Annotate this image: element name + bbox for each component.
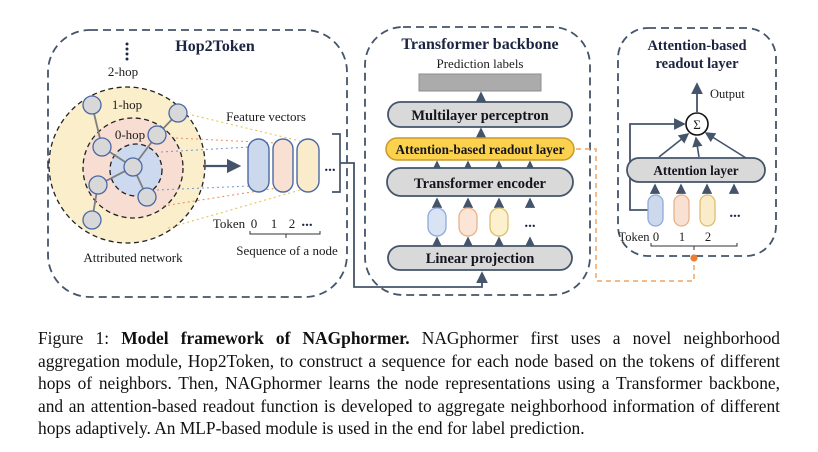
label-2hop: 2-hop	[108, 64, 138, 79]
readout-label: Attention-based readout layer	[396, 142, 565, 157]
transformer-backbone-panel: Transformer backbone Prediction labels M…	[364, 26, 591, 296]
token-ellipsis: ...	[301, 214, 313, 230]
sum-node	[685, 112, 709, 136]
sum-symbol: Σ	[693, 117, 701, 132]
hop2token-panel: Hop2Token 2-hop 1-hop 0-hop	[47, 29, 348, 298]
backbone-token-ellipsis: ...	[524, 215, 536, 231]
figure-caption: Figure 1: Model framework of NAGphormer.…	[38, 327, 780, 440]
readout-token-1-label: 1	[679, 230, 685, 244]
backbone-title: Transformer backbone	[401, 36, 558, 53]
backbone-panel-border	[364, 26, 591, 296]
sequence-underbrace	[249, 231, 321, 238]
readout-panel-title-line2: readout layer	[655, 56, 739, 72]
prediction-labels-text: Prediction labels	[436, 56, 523, 71]
sequence-of-a-node-label: Sequence of a node	[236, 243, 338, 258]
figure-caption-body: NAGphormer first uses a novel neighborho…	[38, 328, 781, 439]
vertical-ellipsis-dots	[125, 42, 129, 61]
prediction-labels-bar	[418, 73, 542, 92]
readout-panel-border	[617, 27, 777, 257]
linear-projection-label: Linear projection	[426, 251, 535, 267]
token-0: 0	[251, 216, 258, 231]
mlp-block	[387, 101, 573, 128]
backbone-token-1	[458, 207, 478, 237]
backbone-token-2	[489, 207, 509, 237]
token-to-attention-arrows	[649, 183, 740, 194]
linear-to-token-arrows	[431, 236, 536, 247]
token-to-encoder-arrows	[431, 197, 536, 208]
token-2: 2	[289, 216, 296, 231]
sequence-to-backbone-connector	[340, 162, 488, 288]
readout-underbrace	[650, 243, 738, 250]
hop2token-panel-border	[47, 29, 348, 298]
token-1: 1	[271, 216, 278, 231]
token-label: Token	[213, 216, 246, 231]
model-framework-diagram: Hop2Token 2-hop 1-hop 0-hop	[47, 26, 777, 298]
attributed-network-label: Attributed network	[83, 250, 183, 265]
feature-vector-0	[247, 138, 270, 193]
readout-token-0-label: 0	[653, 230, 659, 244]
attention-layer-label: Attention layer	[653, 163, 738, 178]
readout-panel-title-line1: Attention-based	[647, 38, 746, 54]
feature-vectors-label: Feature vectors	[226, 109, 306, 124]
feature-vector-2	[296, 138, 320, 193]
label-0hop: 0-hop	[115, 127, 145, 142]
label-1hop: 1-hop	[112, 97, 142, 112]
figure-caption-label: Figure 1:	[38, 328, 110, 348]
graph-nodes	[82, 95, 188, 230]
linear-projection-block	[387, 245, 573, 271]
readout-token-ellipsis: ...	[729, 205, 741, 221]
feature-vectors-ellipsis: ...	[324, 159, 336, 175]
readout-token-1	[673, 194, 690, 227]
encoder-to-readout-arrows	[431, 160, 536, 171]
feature-vector-1	[272, 138, 294, 193]
figure-caption-bold: Model framework of NAGphormer.	[121, 328, 410, 348]
readout-token-label: Token	[618, 230, 650, 244]
attention-layer-block	[626, 157, 766, 183]
readout-detail-panel: Attention-based readout layer Output Σ A…	[617, 27, 777, 262]
readout-zoom-connector	[576, 148, 695, 282]
readout-token-0	[647, 194, 664, 227]
zoom-anchor-dot	[690, 254, 698, 262]
hop2token-title: Hop2Token	[175, 38, 255, 55]
readout-token-2	[699, 194, 716, 227]
backbone-token-0	[427, 207, 447, 237]
readout-block-highlighted	[385, 137, 575, 161]
encoder-block	[386, 167, 574, 197]
readout-token-2-label: 2	[705, 230, 711, 244]
encoder-label: Transformer encoder	[414, 176, 547, 192]
attention-to-sum-arrows	[658, 132, 747, 159]
output-label: Output	[710, 87, 745, 101]
mlp-label: Multilayer perceptron	[411, 108, 548, 124]
